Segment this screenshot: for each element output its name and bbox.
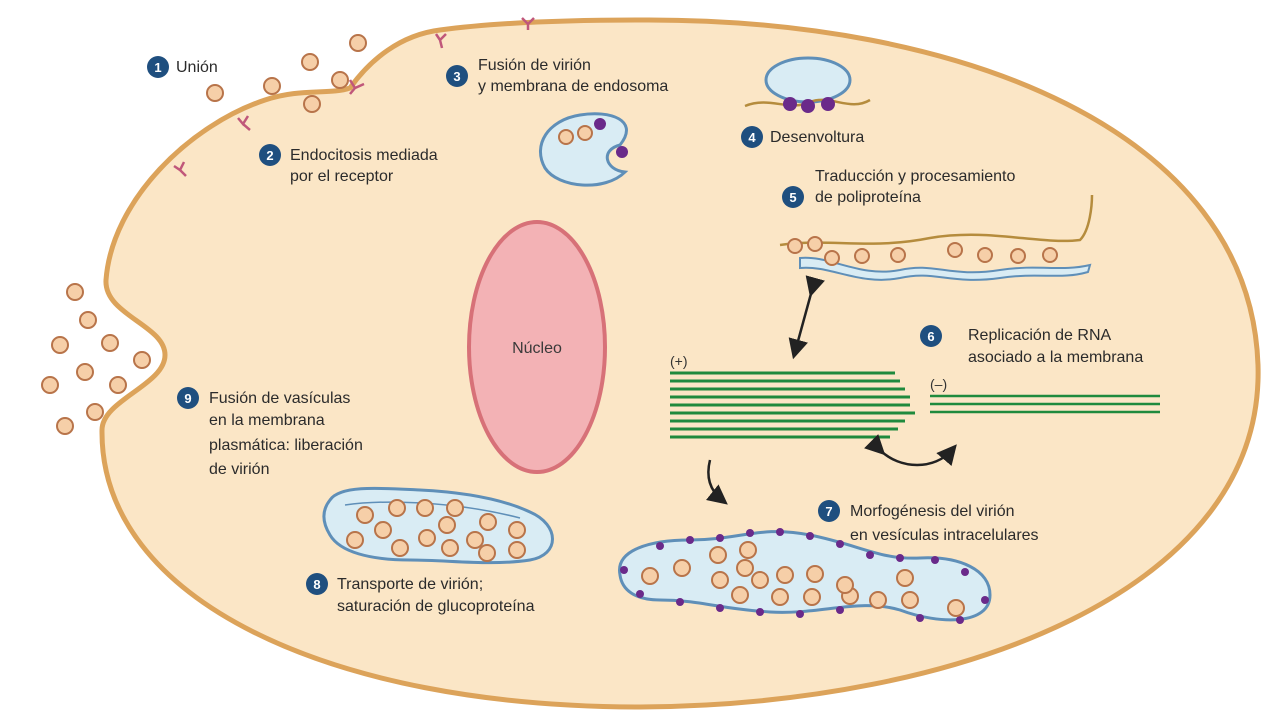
- step-3-label: 3 Fusión de virión y membrana de endosom…: [446, 57, 668, 95]
- step-1-label: 1 Unión: [147, 56, 218, 78]
- svg-text:9: 9: [184, 391, 191, 406]
- step-badge: [259, 144, 281, 166]
- svg-text:3: 3: [453, 69, 460, 84]
- translation-ribosomes: [779, 194, 1094, 281]
- svg-text:Morfogénesis del virión: Morfogénesis del virión: [850, 503, 1015, 520]
- step-4-label: 4 Desenvoltura: [741, 126, 864, 148]
- arrow-to-morphogenesis: [705, 459, 728, 505]
- step-badge: [741, 126, 763, 148]
- nucleus: [467, 220, 607, 474]
- svg-text:7: 7: [825, 504, 832, 519]
- svg-text:en vesículas intracelulares: en vesículas intracelulares: [850, 527, 1039, 544]
- step-2-label: 2 Endocitosis mediada por el receptor: [259, 144, 438, 185]
- step-8-label: 8 Transporte de virión; saturación de gl…: [306, 573, 535, 615]
- step-badge: [920, 325, 942, 347]
- svg-text:Replicación de RNA: Replicación de RNA: [968, 327, 1112, 344]
- svg-text:2: 2: [266, 148, 273, 163]
- svg-text:Traducción y procesamiento: Traducción y procesamiento: [815, 168, 1015, 185]
- svg-text:en la membrana: en la membrana: [209, 412, 325, 429]
- svg-text:5: 5: [789, 190, 796, 205]
- svg-text:de poliproteína: de poliproteína: [815, 189, 921, 206]
- step-badge: [446, 65, 468, 87]
- svg-text:4: 4: [748, 130, 756, 145]
- svg-text:Desenvoltura: Desenvoltura: [770, 129, 864, 146]
- svg-text:por el receptor: por el receptor: [290, 168, 394, 185]
- svg-text:Fusión de vasículas: Fusión de vasículas: [209, 390, 350, 407]
- svg-text:1: 1: [154, 60, 161, 75]
- svg-text:8: 8: [313, 577, 320, 592]
- svg-text:saturación de glucoproteína: saturación de glucoproteína: [337, 598, 535, 615]
- double-arrow-translation-replication: [788, 275, 825, 360]
- step-badge: [306, 573, 328, 595]
- step-5-label: 5 Traducción y procesamiento de poliprot…: [782, 168, 1015, 208]
- step-badge: [818, 500, 840, 522]
- svg-text:plasmática: liberación: plasmática: liberación: [209, 437, 363, 454]
- released-virions: [41, 283, 151, 435]
- transport-vesicle: [322, 486, 554, 565]
- svg-text:Endocitosis mediada: Endocitosis mediada: [290, 147, 438, 164]
- rna-minus-strands: [930, 394, 1160, 414]
- svg-text:Unión: Unión: [176, 59, 218, 76]
- svg-text:de virión: de virión: [209, 461, 269, 478]
- minus-strand-label: (–): [930, 376, 947, 392]
- flow-arrows: [705, 275, 957, 505]
- morphogenesis-vesicle: [618, 528, 992, 624]
- plus-strand-label: (+): [670, 353, 688, 369]
- step-7-label: 7 Morfogénesis del virión en vesículas i…: [818, 500, 1039, 544]
- virions-attaching: [206, 34, 367, 113]
- svg-text:Fusión de virión: Fusión de virión: [478, 57, 591, 74]
- svg-text:6: 6: [927, 329, 934, 344]
- cycle-arrow: [864, 434, 957, 467]
- step-badge: [147, 56, 169, 78]
- endosome-vesicle: [539, 112, 629, 187]
- uncoating-vesicle: [744, 56, 871, 113]
- rna-plus-strands: [670, 371, 915, 439]
- step-badge: [177, 387, 199, 409]
- step-6-label: 6 Replicación de RNA asociado a la membr…: [920, 325, 1143, 366]
- svg-text:y membrana de endosoma: y membrana de endosoma: [478, 78, 668, 95]
- svg-text:Transporte de virión;: Transporte de virión;: [337, 576, 483, 593]
- nucleus-label: Núcleo: [512, 340, 562, 357]
- step-badge: [782, 186, 804, 208]
- receptor-spikes: [173, 17, 535, 177]
- svg-text:asociado a la membrana: asociado a la membrana: [968, 349, 1143, 366]
- step-9-label: 9 Fusión de vasículas en la membrana pla…: [177, 387, 363, 478]
